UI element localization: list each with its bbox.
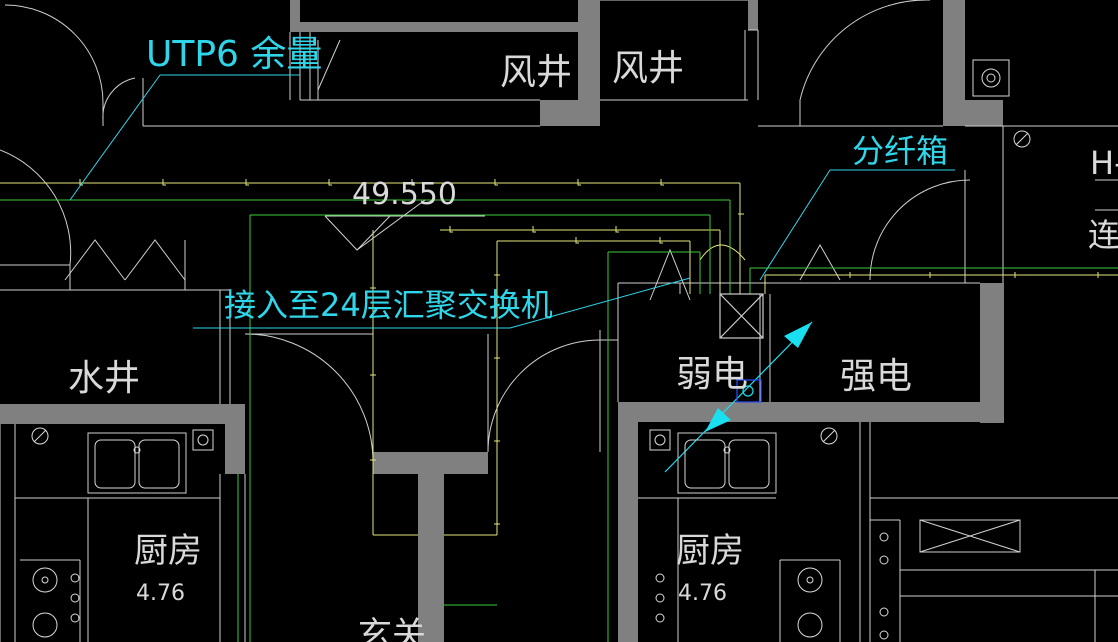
- section-arrow-icon: [664, 321, 813, 473]
- socket-icon: [1013, 130, 1031, 148]
- leader-lines: [69, 74, 955, 329]
- room-label-wind-shaft: 风井: [500, 52, 572, 93]
- socket-icon: [31, 427, 838, 451]
- room-label-kitchen: 厨房: [676, 531, 744, 571]
- elevation-value: 49.550: [352, 177, 457, 212]
- room-label-wind-shaft: 风井: [612, 48, 684, 89]
- utp6-annotation: UTP6 余量: [146, 34, 322, 75]
- socket-icon: [972, 59, 1010, 97]
- partial-label-lian: 连: [1088, 216, 1118, 254]
- outlet-blue-icon: [736, 379, 762, 403]
- room-label-kitchen: 厨房: [134, 531, 202, 571]
- cable-routes-yellow: [0, 182, 1118, 536]
- distribution-box-icon: [719, 293, 764, 339]
- partial-label-h: H-: [1090, 144, 1118, 182]
- room-label-foyer: 玄关: [358, 615, 426, 642]
- cable-routes-green: [0, 199, 1118, 642]
- cable-hooks: [79, 179, 1099, 525]
- fiber-box-annotation: 分纤箱: [852, 132, 948, 170]
- room-label-water-shaft: 水井: [68, 358, 140, 399]
- labels: UTP6 余量 分纤箱 49.550 接入至24层汇聚交换机 H- 连 风井 风…: [68, 34, 1118, 642]
- room-label-strong-current: 强电: [840, 356, 912, 397]
- room-area-kitchen: 4.76: [678, 581, 727, 606]
- access-annotation: 接入至24层汇聚交换机: [224, 286, 553, 324]
- sink-icon: [94, 439, 770, 489]
- elevation-marker: [324, 199, 485, 251]
- room-label-weak-current: 弱电: [676, 354, 748, 395]
- stove-icon: [32, 532, 889, 640]
- room-area-kitchen: 4.76: [136, 581, 185, 606]
- walls: [0, 0, 1004, 642]
